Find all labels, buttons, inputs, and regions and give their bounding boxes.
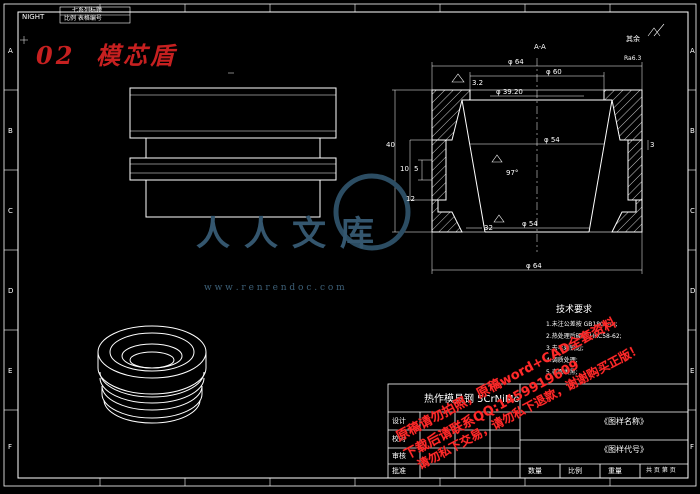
border-left-E: E <box>8 367 13 375</box>
tb-drawing-code: 《图样代号》 <box>600 445 648 454</box>
border-left-C: C <box>8 207 13 215</box>
tb-part-name: 热作模具钢 5CrNiMo <box>424 394 520 405</box>
border-right-F: F <box>690 443 695 451</box>
header-box-line1: 七系列标题 <box>72 7 103 14</box>
tech-item-5: 5.表面发黑; <box>546 369 578 376</box>
dim-a32: 32 <box>484 224 493 232</box>
dim-d64-top: φ 64 <box>508 58 524 66</box>
tech-item-3: 3.去毛刺锐边; <box>546 345 584 352</box>
zone-ticks <box>4 4 696 486</box>
tb-drawing-name: 《图样名称》 <box>600 417 648 426</box>
crosshair-marks <box>20 36 234 74</box>
tech-item-1: 1.未注公差按 GB1804-m; <box>546 321 618 328</box>
border-right-D: D <box>690 287 696 295</box>
dim-ra: 3.2 <box>472 79 484 87</box>
iso-view <box>97 325 207 424</box>
tb-row-review: 审核 <box>392 452 406 460</box>
dim-h12: 12 <box>406 195 415 203</box>
border-right-C: C <box>690 207 695 215</box>
dim-d54-bot: φ 54 <box>522 220 538 228</box>
tech-item-2: 2.热处理后硬度 HRC58-62; <box>546 333 622 340</box>
border-right-E: E <box>690 367 695 375</box>
part-name-title: 模芯盾 <box>96 41 177 70</box>
dim-h10: 10 <box>400 165 409 173</box>
header-box-line2: 比例 表格编号 <box>64 15 102 22</box>
dim-h3: 3 <box>650 141 655 149</box>
dim-h5: 5 <box>414 165 419 173</box>
tech-requirements-heading: 技术要求 <box>556 305 593 315</box>
border-left-F: F <box>8 443 13 451</box>
title-block <box>387 383 689 479</box>
dim-d60: φ 60 <box>546 68 562 76</box>
dim-a97: 97° <box>506 169 519 177</box>
watermark-logo-mark <box>333 173 411 251</box>
roughness-label: 其余 <box>626 35 640 43</box>
tb-label-weight: 重量 <box>608 467 622 475</box>
tech-item-4: 4.调质处理; <box>546 357 578 364</box>
border-right-A: A <box>690 47 695 55</box>
border-right-B: B <box>690 127 695 135</box>
outer-border <box>3 3 697 487</box>
dimension-lines <box>392 62 649 274</box>
dim-d54-mid: φ 54 <box>544 136 560 144</box>
border-left-D: D <box>8 287 14 295</box>
section-label: A-A <box>534 43 546 51</box>
front-view <box>129 87 337 218</box>
tb-label-scale: 比例 <box>568 467 582 475</box>
watermark-logo-text: 人人文库 <box>196 214 388 254</box>
watermark-url: w w w . r e n r e n d o c . c o m <box>204 283 345 293</box>
top-left-label: NIGHT <box>22 13 45 21</box>
inner-border <box>17 11 689 479</box>
section-view <box>431 58 643 252</box>
roughness-value: Ra6.3 <box>624 55 642 62</box>
tb-label-qty: 数量 <box>528 467 542 475</box>
tb-row-design: 设计 <box>392 417 406 425</box>
border-left-B: B <box>8 127 13 135</box>
part-number: 02 <box>36 41 76 70</box>
dim-d39: φ 39.20 <box>496 88 523 96</box>
roughness-symbols <box>451 23 665 223</box>
tb-company: 共 页 第 页 <box>646 467 676 474</box>
dim-d64-bot: φ 64 <box>526 262 542 270</box>
border-left-A: A <box>8 47 13 55</box>
tb-row-approve: 批准 <box>392 467 406 475</box>
tb-row-check: 校对 <box>392 435 406 443</box>
dim-h40: 40 <box>386 141 395 149</box>
